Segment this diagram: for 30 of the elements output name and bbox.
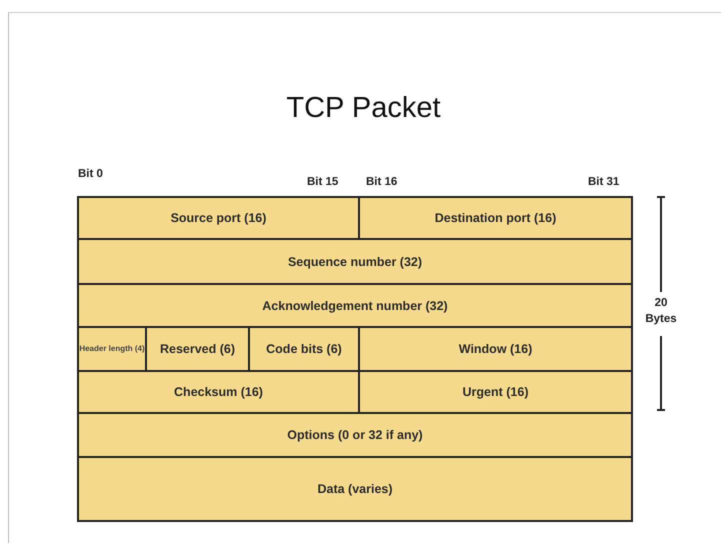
bit-label: Bit 31 — [588, 176, 620, 188]
field-label: Acknowledgement number (32) — [262, 298, 448, 312]
field-label: Data (varies) — [317, 482, 393, 496]
field-label: Options (0 or 32 if any) — [287, 428, 423, 442]
bit-label: Bit 16 — [366, 176, 398, 188]
field-cell — [77, 238, 633, 285]
field-label: Destination port (16) — [434, 211, 556, 225]
field-cell — [77, 412, 633, 458]
field-label: Reserved (6) — [160, 342, 236, 356]
field-cell — [77, 326, 147, 372]
field-label: Code bits (6) — [266, 342, 342, 356]
title: TCP Packet — [285, 92, 442, 125]
field-cell — [358, 196, 633, 240]
field-cell — [77, 283, 633, 328]
field-label: Checksum (16) — [174, 385, 263, 399]
bit-label: Bit 0 — [78, 168, 103, 180]
field-cell — [248, 326, 360, 372]
field-label: Header length (4) — [79, 344, 145, 354]
dimension-label: 20 Bytes — [644, 296, 678, 327]
field-label: Sequence number (32) — [288, 254, 422, 268]
field-cell — [358, 370, 633, 414]
field-label: Window (16) — [458, 342, 532, 356]
field-cell — [77, 196, 360, 240]
bit-label: Bit 15 — [307, 176, 338, 188]
field-label: Urgent (16) — [462, 385, 528, 399]
field-cell — [145, 326, 250, 372]
field-cell — [77, 456, 633, 522]
field-cell — [358, 326, 633, 372]
field-cell — [77, 370, 360, 414]
field-label: Source port (16) — [170, 211, 266, 225]
